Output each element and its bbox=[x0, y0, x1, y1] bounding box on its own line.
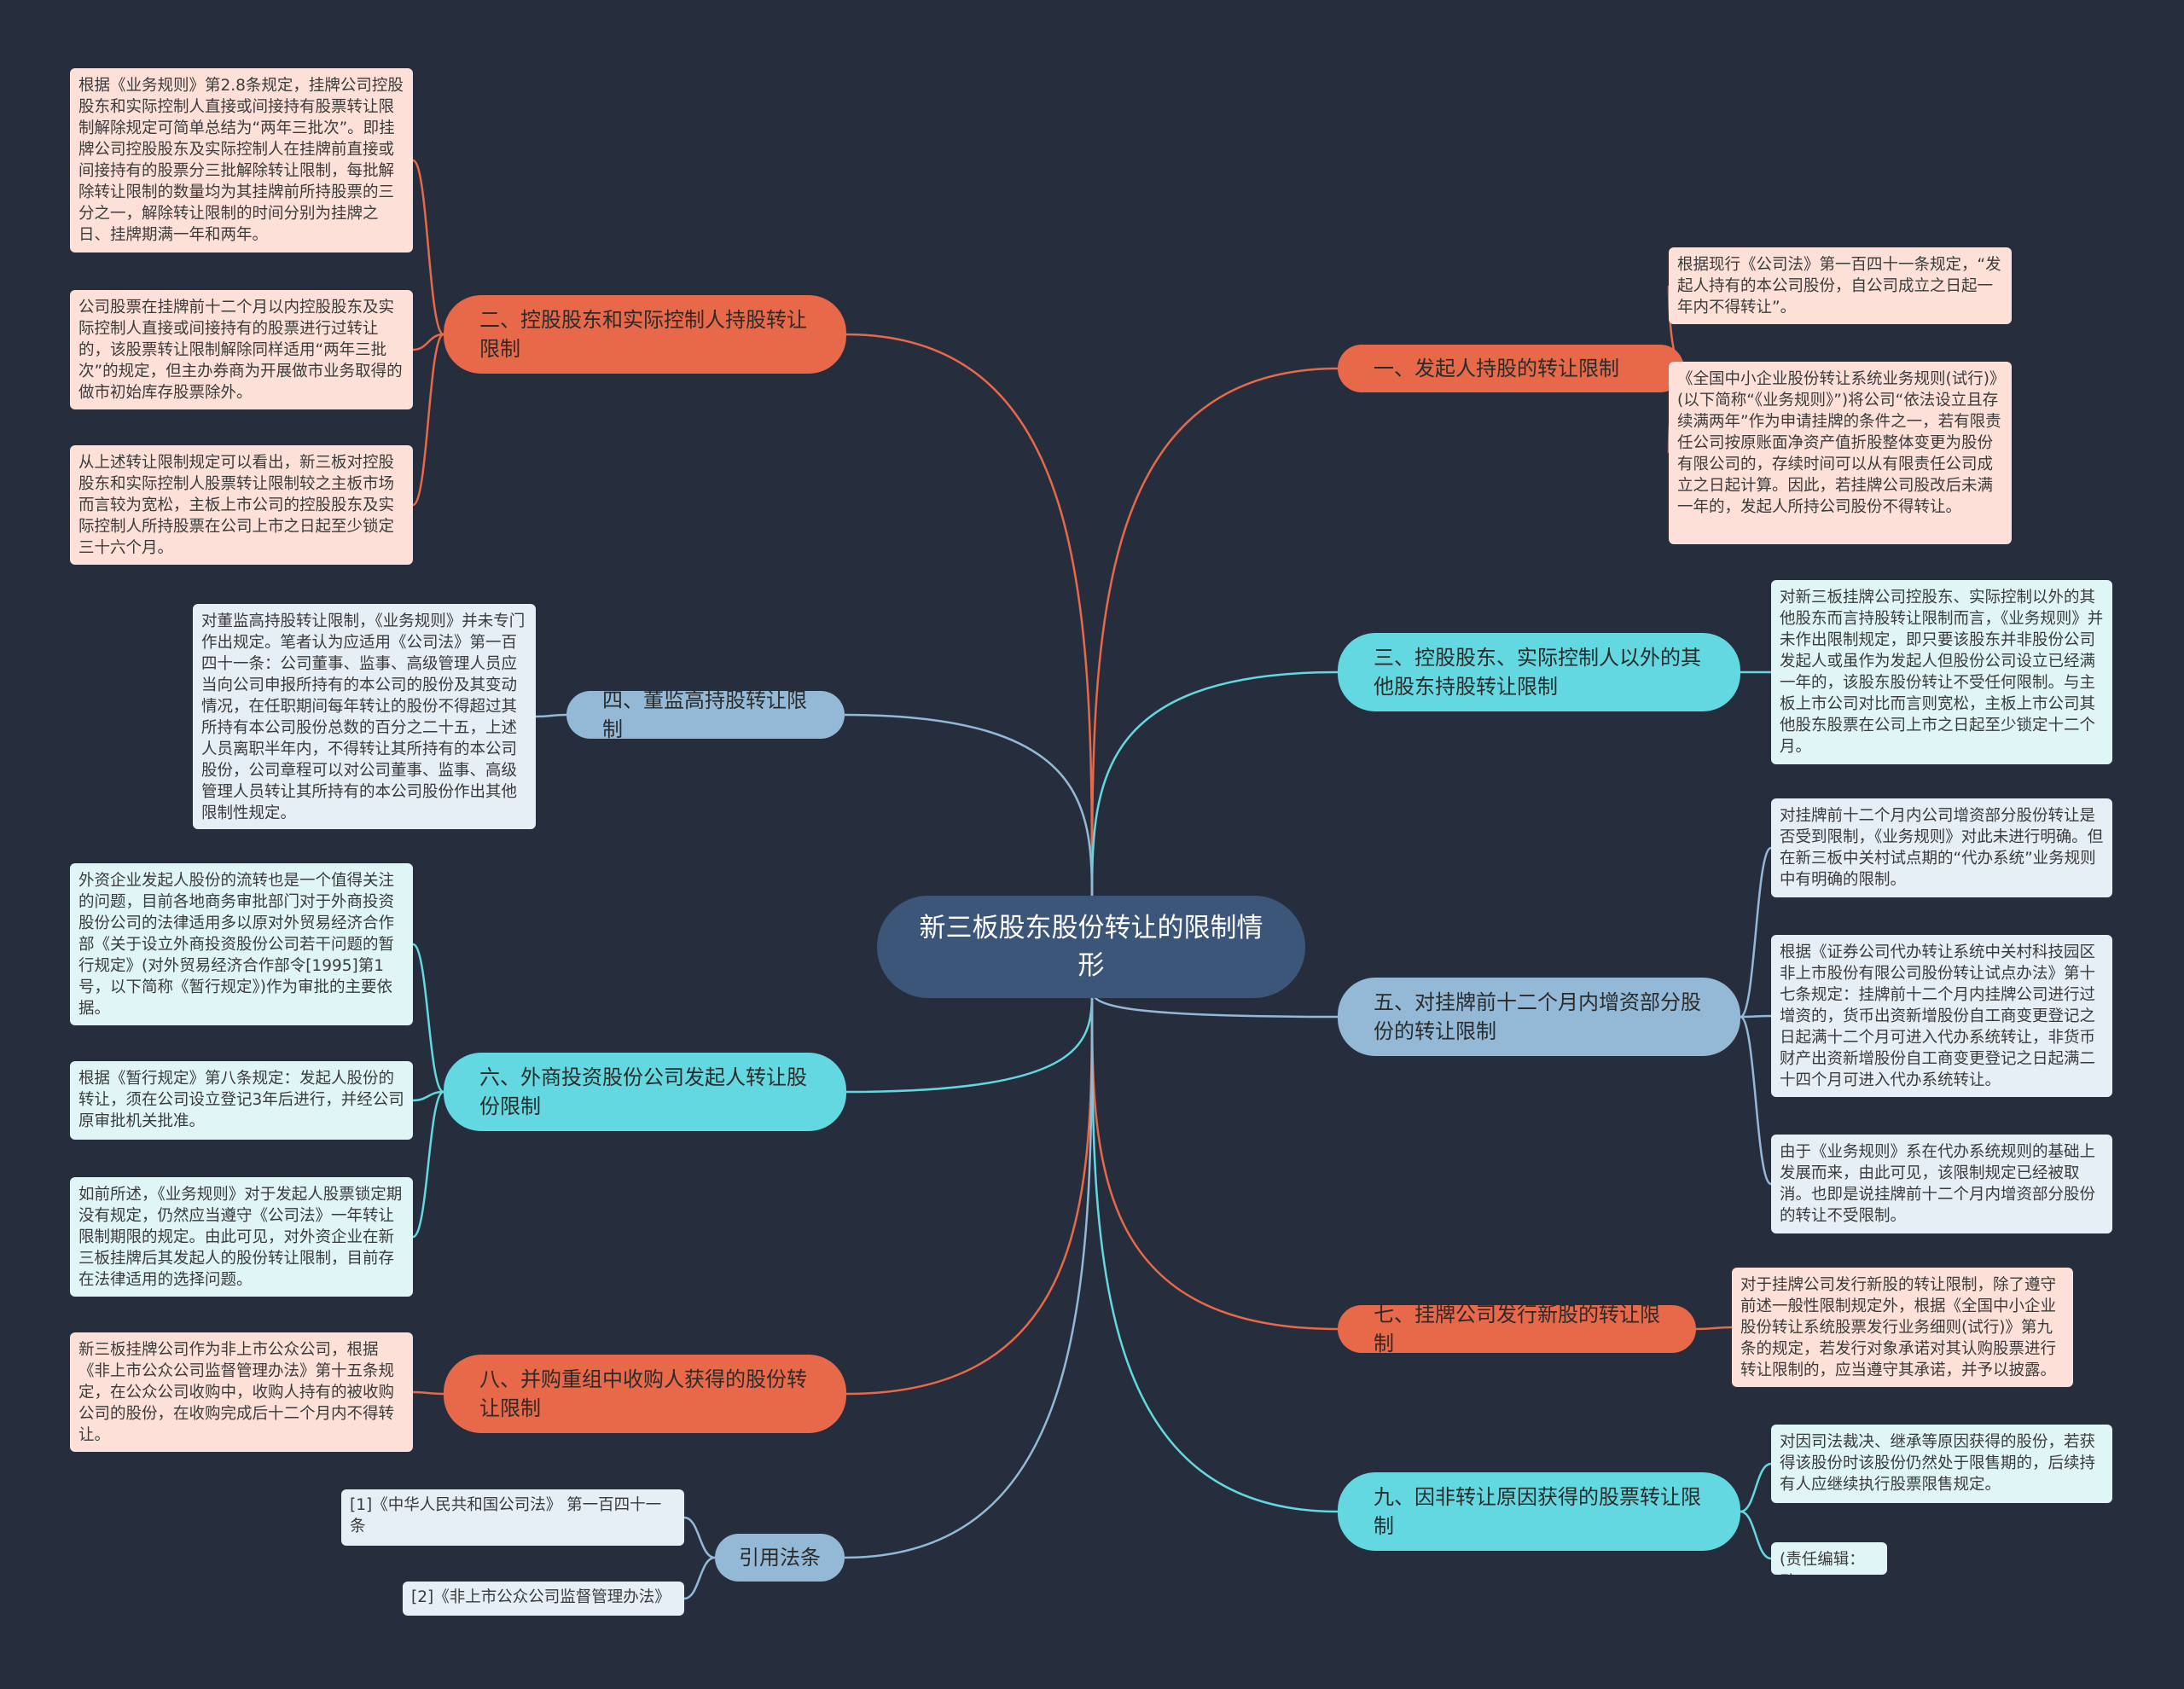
link-b5-leaf-3 bbox=[1740, 1015, 1772, 1186]
leaf-b6-3[interactable]: 如前所述，《业务规则》对于发起人股票锁定期没有规定，仍然应当遵守《公司法》一年转… bbox=[70, 1177, 413, 1297]
leaf-b3-1-text: 对新三板挂牌公司控股东、实际控制以外的其他股东而言持股转让限制而言，《业务规则》… bbox=[1780, 589, 2104, 756]
leaf-b9-2[interactable]: (责任编辑：F) bbox=[1771, 1542, 1887, 1575]
branch-5[interactable]: 五、对挂牌前十二个月内增资部分股份的转让限制 bbox=[1338, 978, 1740, 1056]
branch-2[interactable]: 二、控股股东和实际控制人持股转让限制 bbox=[444, 295, 846, 374]
branch-6-label: 六、外商投资股份公司发起人转让股份限制 bbox=[479, 1065, 807, 1118]
leaf-b8-1-text: 新三板挂牌公司作为非上市公众公司，根据《非上市公众公司监督管理办法》第十五条规定… bbox=[78, 1341, 395, 1444]
leaf-b2-1-text: 根据《业务规则》第2.8条规定，挂牌公司控股股东和实际控制人直接或间接持有股票转… bbox=[78, 77, 404, 244]
link-root-b10 bbox=[844, 987, 1094, 1559]
branch-9-label: 九、因非转让原因获得的股票转让限制 bbox=[1374, 1485, 1701, 1538]
leaf-b7-1-text: 对于挂牌公司发行新股的转让限制，除了遵守前述一般性限制规定外，根据《全国中小企业… bbox=[1740, 1276, 2057, 1379]
leaf-b9-2-text: (责任编辑：F) bbox=[1780, 1551, 1865, 1575]
branch-10-label: 引用法条 bbox=[739, 1546, 821, 1570]
leaf-b6-3-text: 如前所述，《业务规则》对于发起人股票锁定期没有规定，仍然应当遵守《公司法》一年转… bbox=[78, 1186, 403, 1289]
branch-8-label: 八、并购重组中收购人获得的股份转让限制 bbox=[479, 1367, 807, 1420]
link-b9-leaf-2 bbox=[1740, 1510, 1772, 1560]
branch-8[interactable]: 八、并购重组中收购人获得的股份转让限制 bbox=[444, 1355, 846, 1433]
leaf-b7-1[interactable]: 对于挂牌公司发行新股的转让限制，除了遵守前述一般性限制规定外，根据《全国中小企业… bbox=[1732, 1268, 2073, 1387]
link-b4-leaf-1 bbox=[535, 713, 567, 718]
link-b8-leaf-1 bbox=[412, 1390, 444, 1396]
link-b5-leaf-2 bbox=[1740, 1014, 1772, 1019]
branch-6[interactable]: 六、外商投资股份公司发起人转让股份限制 bbox=[444, 1053, 846, 1131]
branch-1[interactable]: 一、发起人持股的转让限制 bbox=[1338, 345, 1684, 392]
leaf-b1-2[interactable]: 《全国中小企业股份转让系统业务规则(试行)》(以下简称“《业务规则》”)将公司“… bbox=[1669, 362, 2012, 544]
leaf-b1-1[interactable]: 根据现行《公司法》第一百四十一条规定，“发起人持有的本公司股份，自公司成立之日起… bbox=[1669, 247, 2012, 324]
leaf-b5-3[interactable]: 由于《业务规则》系在代办系统规则的基础上发展而来，由此可见，该限制规定已经被取消… bbox=[1771, 1135, 2112, 1233]
root-topic[interactable]: 新三板股东股份转让的限制情形 bbox=[877, 896, 1305, 998]
leaf-b6-1-text: 外资企业发起人股份的流转也是一个值得关注的问题，目前各地商务审批部门对于外商投资… bbox=[78, 872, 395, 1018]
link-b2-leaf-3 bbox=[412, 333, 444, 507]
leaf-b5-2[interactable]: 根据《证券公司代办转让系统中关村科技园区非上市股份有限公司股份转让试点办法》第十… bbox=[1771, 935, 2112, 1097]
branch-4-label: 四、董监高持股转让限制 bbox=[602, 688, 807, 741]
leaf-b6-2-text: 根据《暂行规定》第八条规定：发起人股份的转让，须在公司设立登记3年后进行，并经公… bbox=[78, 1070, 404, 1130]
leaf-b9-1-text: 对因司法裁决、继承等原因获得的股份，若获得该股份时该股份仍然处于限售期的，后续持… bbox=[1780, 1433, 2096, 1494]
link-b6-leaf-3 bbox=[412, 1090, 444, 1239]
root-topic-label: 新三板股东股份转让的限制情形 bbox=[919, 913, 1263, 981]
branch-9[interactable]: 九、因非转让原因获得的股票转让限制 bbox=[1338, 1472, 1740, 1551]
link-root-b2 bbox=[845, 333, 1094, 907]
link-root-b6 bbox=[845, 987, 1094, 1094]
leaf-b10-2-text: [2]《非上市公众公司监督管理办法》 bbox=[411, 1588, 671, 1606]
link-b2-leaf-1 bbox=[412, 159, 444, 336]
leaf-b5-2-text: 根据《证券公司代办转让系统中关村科技园区非上市股份有限公司股份转让试点办法》第十… bbox=[1780, 943, 2096, 1089]
link-b6-leaf-2 bbox=[412, 1090, 444, 1102]
branch-5-label: 五、对挂牌前十二个月内增资部分股份的转让限制 bbox=[1374, 990, 1701, 1043]
link-root-b4 bbox=[844, 713, 1094, 907]
leaf-b1-2-text: 《全国中小企业股份转让系统业务规则(试行)》(以下简称“《业务规则》”)将公司“… bbox=[1677, 370, 2001, 516]
leaf-b9-1[interactable]: 对因司法裁决、继承等原因获得的股份，若获得该股份时该股份仍然处于限售期的，后续持… bbox=[1771, 1425, 2112, 1503]
link-b10-leaf-2 bbox=[683, 1556, 716, 1600]
leaf-b2-3-text: 从上述转让限制规定可以看出，新三板对控股股东和实际控制人股票转让限制较之主板市场… bbox=[78, 454, 395, 557]
link-root-b8 bbox=[845, 987, 1094, 1396]
link-b9-leaf-1 bbox=[1740, 1462, 1772, 1513]
link-b2-leaf-2 bbox=[412, 333, 444, 351]
leaf-b2-2[interactable]: 公司股票在挂牌前十二个月以内控股股东及实际控制人直接或间接持有的股票进行过转让的… bbox=[70, 290, 413, 409]
leaf-b10-1-text: [1]《中华人民共和国公司法》 第一百四十一条 bbox=[350, 1496, 662, 1535]
link-b7-leaf-1 bbox=[1695, 1326, 1733, 1331]
link-b10-leaf-1 bbox=[683, 1516, 716, 1559]
leaf-b2-2-text: 公司股票在挂牌前十二个月以内控股股东及实际控制人直接或间接持有的股票进行过转让的… bbox=[78, 299, 403, 402]
leaf-b10-2[interactable]: [2]《非上市公众公司监督管理办法》 bbox=[403, 1582, 684, 1616]
link-b6-leaf-1 bbox=[412, 943, 444, 1094]
leaf-b4-1[interactable]: 对董监高持股转让限制，《业务规则》并未专门作出规定。笔者认为应适用《公司法》第一… bbox=[193, 604, 536, 829]
branch-1-label: 一、发起人持股的转让限制 bbox=[1374, 357, 1619, 380]
link-root-b3 bbox=[1090, 670, 1339, 907]
branch-10[interactable]: 引用法条 bbox=[715, 1534, 845, 1582]
branch-2-label: 二、控股股东和实际控制人持股转让限制 bbox=[479, 308, 807, 361]
leaf-b5-1-text: 对挂牌前十二个月内公司增资部分股份转让是否受到限制，《业务规则》对此未进行明确。… bbox=[1780, 807, 2104, 889]
branch-3-label: 三、控股股东、实际控制人以外的其他股东持股转让限制 bbox=[1374, 646, 1701, 699]
leaf-b2-1[interactable]: 根据《业务规则》第2.8条规定，挂牌公司控股股东和实际控制人直接或间接持有股票转… bbox=[70, 68, 413, 252]
leaf-b5-1[interactable]: 对挂牌前十二个月内公司增资部分股份转让是否受到限制，《业务规则》对此未进行明确。… bbox=[1771, 798, 2112, 897]
leaf-b2-3[interactable]: 从上述转让限制规定可以看出，新三板对控股股东和实际控制人股票转让限制较之主板市场… bbox=[70, 445, 413, 565]
branch-7[interactable]: 七、挂牌公司发行新股的转让限制 bbox=[1338, 1303, 1696, 1355]
leaf-b5-3-text: 由于《业务规则》系在代办系统规则的基础上发展而来，由此可见，该限制规定已经被取消… bbox=[1780, 1143, 2096, 1225]
branch-7-label: 七、挂牌公司发行新股的转让限制 bbox=[1374, 1303, 1660, 1355]
leaf-b3-1[interactable]: 对新三板挂牌公司控股东、实际控制以外的其他股东而言持股转让限制而言，《业务规则》… bbox=[1771, 580, 2112, 764]
link-root-b7 bbox=[1090, 987, 1339, 1331]
link-root-b9 bbox=[1090, 987, 1339, 1513]
leaf-b1-1-text: 根据现行《公司法》第一百四十一条规定，“发起人持有的本公司股份，自公司成立之日起… bbox=[1677, 256, 2001, 316]
leaf-b10-1[interactable]: [1]《中华人民共和国公司法》 第一百四十一条 bbox=[341, 1489, 684, 1546]
leaf-b8-1[interactable]: 新三板挂牌公司作为非上市公众公司，根据《非上市公众公司监督管理办法》第十五条规定… bbox=[70, 1332, 413, 1452]
leaf-b6-2[interactable]: 根据《暂行规定》第八条规定：发起人股份的转让，须在公司设立登记3年后进行，并经公… bbox=[70, 1061, 413, 1140]
branch-4[interactable]: 四、董监高持股转让限制 bbox=[566, 688, 845, 741]
link-b5-leaf-1 bbox=[1740, 846, 1772, 1019]
leaf-b4-1-text: 对董监高持股转让限制，《业务规则》并未专门作出规定。笔者认为应适用《公司法》第一… bbox=[201, 612, 526, 822]
branch-3[interactable]: 三、控股股东、实际控制人以外的其他股东持股转让限制 bbox=[1338, 633, 1740, 711]
leaf-b6-1[interactable]: 外资企业发起人股份的流转也是一个值得关注的问题，目前各地商务审批部门对于外商投资… bbox=[70, 863, 413, 1025]
link-root-b1 bbox=[1090, 367, 1339, 907]
